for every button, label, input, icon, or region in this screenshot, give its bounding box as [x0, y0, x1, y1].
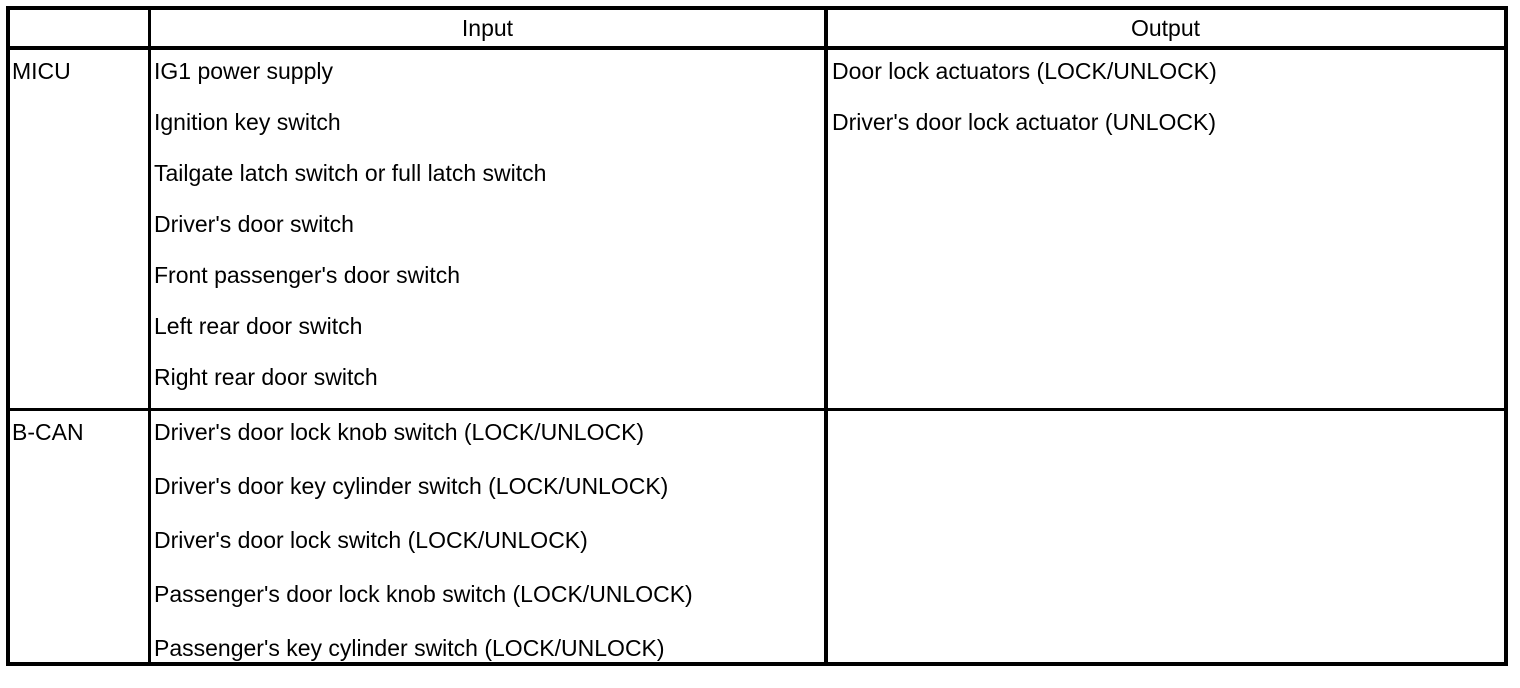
list-item: Front passenger's door switch: [154, 262, 461, 288]
list-item: Door lock actuators (LOCK/UNLOCK): [832, 58, 1217, 84]
table-row: B-CAN Driver's door lock knob switch (LO…: [10, 411, 1504, 662]
list-item: Tailgate latch switch or full latch swit…: [154, 160, 547, 186]
row-inputs-micu: IG1 power supply Ignition key switch Tai…: [154, 50, 822, 414]
list-item: IG1 power supply: [154, 58, 333, 84]
list-item: Driver's door lock actuator (UNLOCK): [832, 109, 1216, 135]
list-item: Left rear door switch: [154, 313, 363, 339]
header-cell-source: [10, 10, 148, 46]
list-item: Driver's door lock switch (LOCK/UNLOCK): [154, 527, 588, 553]
row-label-micu: MICU: [12, 58, 71, 84]
input-output-table: Input Output MICU IG1 power supply Ignit…: [6, 6, 1508, 666]
row-divider-micu-bcan: [10, 408, 1504, 411]
list-item: Driver's door switch: [154, 211, 354, 237]
row-outputs-micu: Door lock actuators (LOCK/UNLOCK) Driver…: [832, 50, 1500, 159]
column-divider-2: [824, 10, 828, 662]
input-list-bcan: Driver's door lock knob switch (LOCK/UNL…: [154, 411, 822, 688]
output-list-micu: Door lock actuators (LOCK/UNLOCK) Driver…: [832, 50, 1500, 159]
list-item: Right rear door switch: [154, 364, 378, 390]
list-item: Passenger's key cylinder switch (LOCK/UN…: [154, 635, 665, 661]
list-item: Driver's door lock knob switch (LOCK/UNL…: [154, 419, 645, 445]
row-label-bcan: B-CAN: [12, 419, 84, 445]
list-item: Driver's door key cylinder switch (LOCK/…: [154, 473, 669, 499]
header-cell-output: Output: [1130, 15, 1201, 41]
page-root: Input Output MICU IG1 power supply Ignit…: [6, 6, 1508, 666]
column-divider-1: [148, 10, 151, 662]
list-item: Passenger's door lock knob switch (LOCK/…: [154, 581, 693, 607]
row-inputs-bcan: Driver's door lock knob switch (LOCK/UNL…: [154, 411, 822, 688]
table-header-row: Input Output: [10, 10, 1504, 50]
input-list-micu: IG1 power supply Ignition key switch Tai…: [154, 50, 822, 414]
list-item: Ignition key switch: [154, 109, 341, 135]
table-row: MICU IG1 power supply Ignition key switc…: [10, 50, 1504, 408]
header-cell-input: Input: [461, 15, 514, 41]
